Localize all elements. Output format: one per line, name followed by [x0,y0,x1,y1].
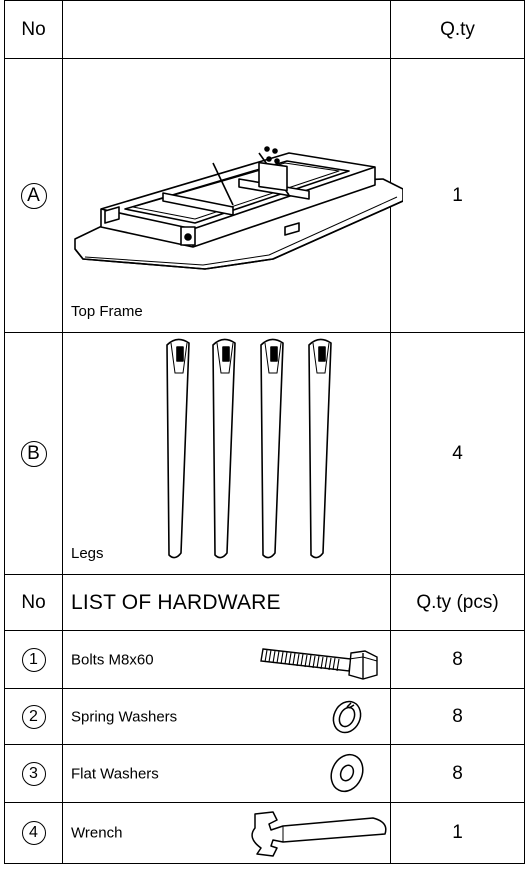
hardware-header-qty: Q.ty (pcs) [390,574,525,631]
table-header-row: No Q.ty [4,0,525,59]
hardware-label-2: Spring Washers [71,708,178,725]
hardware-id-4: 4 [4,802,63,864]
part-qty-b: 4 [390,332,525,575]
part-row-b: B [4,332,525,575]
hardware-desc-2: Spring Washers [62,688,391,745]
hardware-header-no: No [4,574,63,631]
part-id-a: A [4,58,63,333]
hardware-header-row: No LIST OF HARDWARE Q.ty (pcs) [4,574,525,631]
hardware-qty-1: 8 [390,630,525,689]
part-label-b: Legs [71,545,104,562]
hardware-row-2: 2 Spring Washers 8 [4,688,525,745]
hardware-header-title: LIST OF HARDWARE [62,574,391,631]
header-desc [62,0,391,59]
part-desc-a: Top Frame [62,58,403,333]
hardware-qty-2: 8 [390,688,525,745]
hardware-row-1: 1 Bolts M8x60 8 [4,630,525,689]
hardware-desc-3: Flat Washers [62,744,391,803]
header-qty: Q.ty [390,0,525,59]
hardware-desc-4: Wrench [62,802,391,864]
top-frame-icon [74,146,403,270]
part-id-b: B [4,332,63,575]
hardware-qty-3: 8 [390,744,525,803]
hardware-id-3: 3 [4,744,63,803]
hardware-label-4: Wrench [71,824,123,842]
part-row-a: A [4,58,525,333]
bolt-icon [260,648,378,680]
legs-icon [166,338,332,559]
part-desc-b: Legs [62,332,391,575]
part-qty-a: 1 [390,58,525,333]
spring-washer-icon [332,700,362,734]
hardware-label-1: Bolts M8x60 [71,651,154,668]
flat-washer-icon [330,753,364,793]
hardware-row-3: 3 Flat Washers 8 [4,744,525,803]
wrench-icon [251,811,387,857]
hardware-row-4: 4 Wrench 1 [4,802,525,864]
hardware-label-3: Flat Washers [71,765,159,782]
hardware-id-1: 1 [4,630,63,689]
hardware-id-2: 2 [4,688,63,745]
header-no: No [4,0,63,59]
part-label-a: Top Frame [71,303,143,320]
parts-table: No Q.ty A [4,0,525,864]
hardware-qty-4: 1 [390,802,525,864]
hardware-desc-1: Bolts M8x60 [62,630,391,689]
